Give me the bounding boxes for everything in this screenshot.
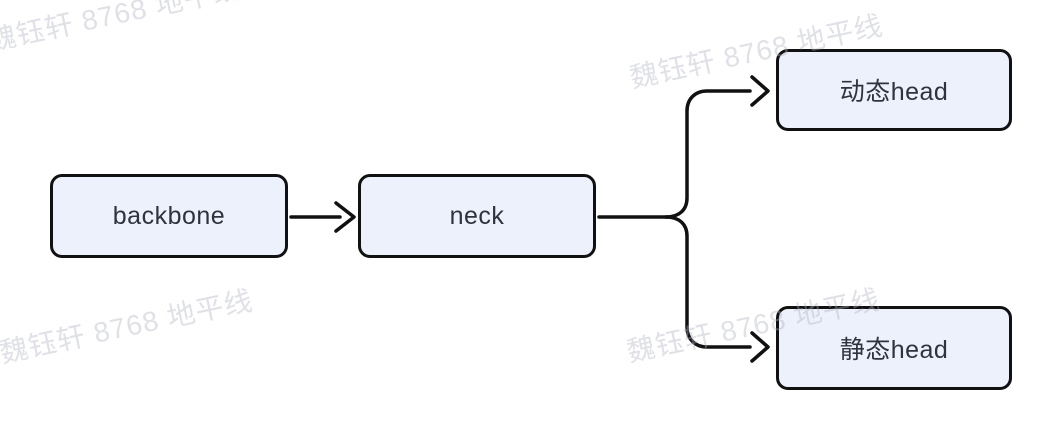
node-neck-label: neck xyxy=(449,201,505,230)
edge-split-static-head xyxy=(664,215,770,363)
edge-split-dynamic-head xyxy=(664,75,770,219)
arrowhead-icon xyxy=(750,331,770,363)
arrowhead-icon xyxy=(750,75,770,107)
node-static-head: 静态head xyxy=(776,306,1012,390)
node-backbone: backbone xyxy=(50,174,288,258)
node-dynamic-head: 动态head xyxy=(776,49,1012,131)
node-backbone-label: backbone xyxy=(112,201,226,230)
node-dynamic-head-label: 动态head xyxy=(839,78,949,106)
node-neck: neck xyxy=(358,174,596,258)
edge-backbone-neck xyxy=(289,201,356,233)
node-static-head-label: 静态head xyxy=(839,336,949,364)
arrowhead-icon xyxy=(334,201,356,233)
